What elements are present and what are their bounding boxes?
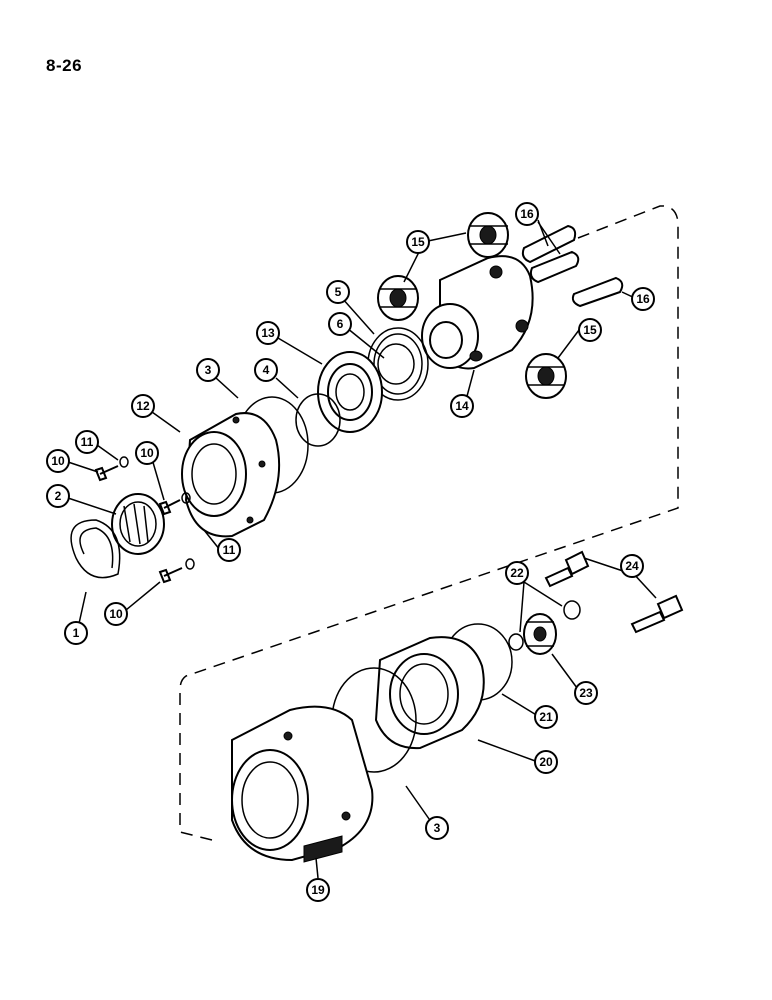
svg-text:16: 16 — [520, 207, 534, 221]
pin-part-16-a — [521, 224, 577, 264]
callout-14: 14 — [450, 394, 474, 418]
planet-carrier-part-14 — [421, 255, 534, 370]
svg-text:10: 10 — [109, 607, 123, 621]
snap-ring-part-22-upper — [563, 600, 581, 620]
pin-part-16-b — [529, 250, 580, 284]
svg-text:16: 16 — [636, 292, 650, 306]
svg-text:21: 21 — [539, 710, 553, 724]
bearing-part-13 — [317, 351, 383, 433]
washer-part-11-upper — [119, 456, 129, 468]
retaining-ring-part-4 — [295, 393, 341, 447]
svg-text:5: 5 — [335, 285, 342, 299]
svg-text:1: 1 — [73, 626, 80, 640]
callout-21: 21 — [534, 705, 558, 729]
svg-text:22: 22 — [510, 566, 524, 580]
ring-gear-housing-part-19 — [231, 705, 374, 863]
svg-text:4: 4 — [263, 363, 270, 377]
svg-text:13: 13 — [261, 326, 275, 340]
svg-text:11: 11 — [223, 543, 236, 557]
snap-ring-part-6 — [377, 343, 415, 385]
svg-text:3: 3 — [205, 363, 212, 377]
svg-text:20: 20 — [539, 755, 553, 769]
callout-6: 6 — [328, 312, 352, 336]
svg-text:6: 6 — [337, 317, 344, 331]
washer-part-11-lower — [185, 558, 195, 570]
callout-15-upper: 15 — [406, 230, 430, 254]
snap-ring-part-22-lower — [508, 633, 524, 651]
callout-2: 2 — [46, 484, 70, 508]
assembly-boundary-dashed-line — [179, 205, 679, 841]
wear-ring-part-1 — [70, 519, 121, 579]
callout-15-lower: 15 — [578, 318, 602, 342]
washer-part-11-middle — [181, 492, 191, 504]
svg-text:15: 15 — [411, 235, 425, 249]
callout-16-lower: 16 — [631, 287, 655, 311]
housing-part-12 — [181, 412, 281, 538]
planet-gear-part-15-lower — [525, 353, 567, 399]
callout-3-upper: 3 — [196, 358, 220, 382]
gear-part-23 — [523, 613, 557, 655]
svg-text:11: 11 — [81, 435, 94, 449]
cover-part-20 — [374, 636, 485, 750]
callout-12: 12 — [131, 394, 155, 418]
seal-part-2 — [111, 493, 165, 555]
pin-part-16-c — [571, 276, 624, 308]
svg-text:12: 12 — [136, 399, 150, 413]
svg-text:14: 14 — [455, 399, 469, 413]
callout-10-lower: 10 — [104, 602, 128, 626]
page-number: 8-26 — [46, 56, 83, 75]
callout-10-middle: 10 — [135, 441, 159, 465]
svg-text:24: 24 — [625, 559, 639, 573]
callout-19: 19 — [306, 878, 330, 902]
bolt-part-10-upper — [94, 465, 119, 482]
callout-16-upper: 16 — [515, 202, 539, 226]
callout-1: 1 — [64, 621, 88, 645]
callout-3-lower: 3 — [425, 816, 449, 840]
planet-gear-part-15-left — [377, 275, 419, 321]
callout-11-upper: 11 — [75, 430, 99, 454]
callout-5: 5 — [326, 280, 350, 304]
planet-gear-part-15-upper — [467, 212, 509, 258]
callout-13: 13 — [256, 321, 280, 345]
callout-11-lower: 11 — [217, 538, 241, 562]
svg-text:15: 15 — [583, 323, 597, 337]
callout-22: 22 — [505, 561, 529, 585]
svg-text:3: 3 — [434, 821, 441, 835]
callout-24: 24 — [620, 554, 644, 578]
bolt-part-10-middle — [158, 499, 181, 516]
bolt-part-10-lower — [158, 567, 183, 584]
callout-20: 20 — [534, 750, 558, 774]
callout-4: 4 — [254, 358, 278, 382]
bolt-part-24-lower — [630, 594, 684, 634]
svg-text:19: 19 — [311, 883, 325, 897]
svg-text:23: 23 — [579, 686, 593, 700]
bolt-part-24-upper — [544, 550, 590, 588]
callout-10-upper: 10 — [46, 449, 70, 473]
svg-text:10: 10 — [140, 446, 154, 460]
svg-text:10: 10 — [51, 454, 65, 468]
callout-23: 23 — [574, 681, 598, 705]
svg-text:2: 2 — [55, 489, 62, 503]
